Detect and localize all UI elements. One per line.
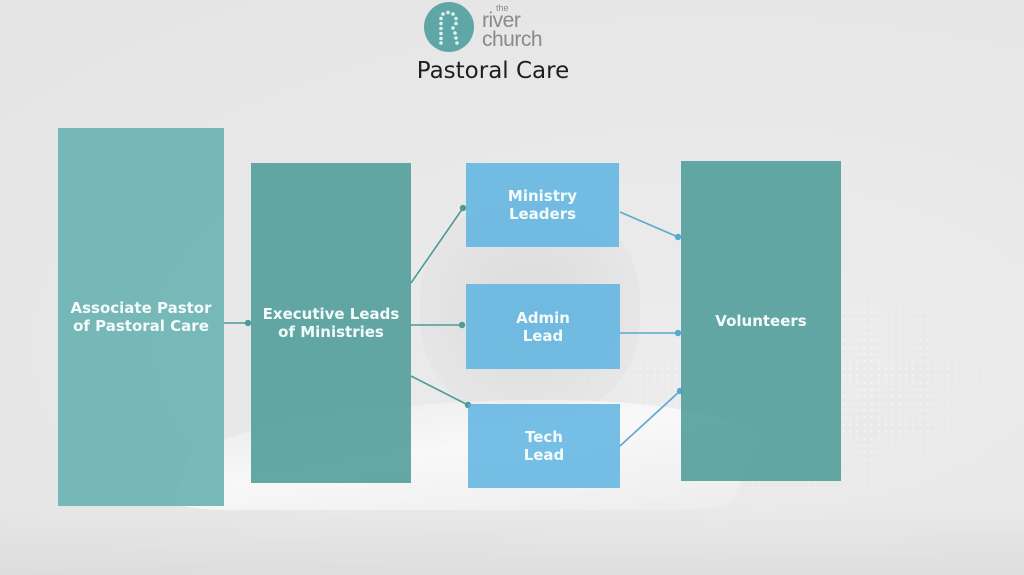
river-church-r-icon bbox=[424, 2, 474, 52]
connector-dot bbox=[459, 204, 467, 212]
connector-dot bbox=[458, 321, 466, 329]
edge-ministry-to-volunteers bbox=[619, 211, 679, 238]
node-ministry-leaders: Ministry Leaders bbox=[466, 163, 619, 247]
node-label: Volunteers bbox=[715, 312, 807, 330]
node-label: Admin Lead bbox=[516, 308, 570, 345]
connector-dot bbox=[244, 319, 252, 327]
page-title: Pastoral Care bbox=[416, 58, 570, 84]
node-label: Ministry Leaders bbox=[507, 187, 578, 223]
node-label: Executive Leads of Ministries bbox=[262, 305, 400, 341]
edge-tech-to-volunteers bbox=[619, 390, 681, 447]
connector-dot bbox=[674, 233, 682, 241]
node-admin-lead: Admin Lead bbox=[466, 284, 620, 369]
node-label: Tech Lead bbox=[523, 428, 565, 464]
node-volunteers: Volunteers bbox=[681, 161, 841, 481]
logo-text-the: the bbox=[496, 2, 509, 13]
node-associate-pastor: Associate Pastor of Pastoral Care bbox=[58, 128, 224, 506]
connector-dot bbox=[674, 329, 682, 337]
node-tech-lead: Tech Lead bbox=[468, 404, 620, 488]
church-logo: the river church bbox=[424, 2, 543, 52]
logo-text-river: river bbox=[482, 9, 521, 33]
node-label: Associate Pastor of Pastoral Care bbox=[70, 299, 212, 335]
edge-executive-to-ministry bbox=[410, 207, 464, 284]
edge-executive-to-tech bbox=[410, 375, 469, 406]
node-executive-leads: Executive Leads of Ministries bbox=[251, 163, 411, 483]
background-table-surface bbox=[0, 510, 1024, 575]
logo-text-church: church bbox=[482, 27, 543, 51]
logo-wordmark: the river church bbox=[482, 2, 543, 51]
